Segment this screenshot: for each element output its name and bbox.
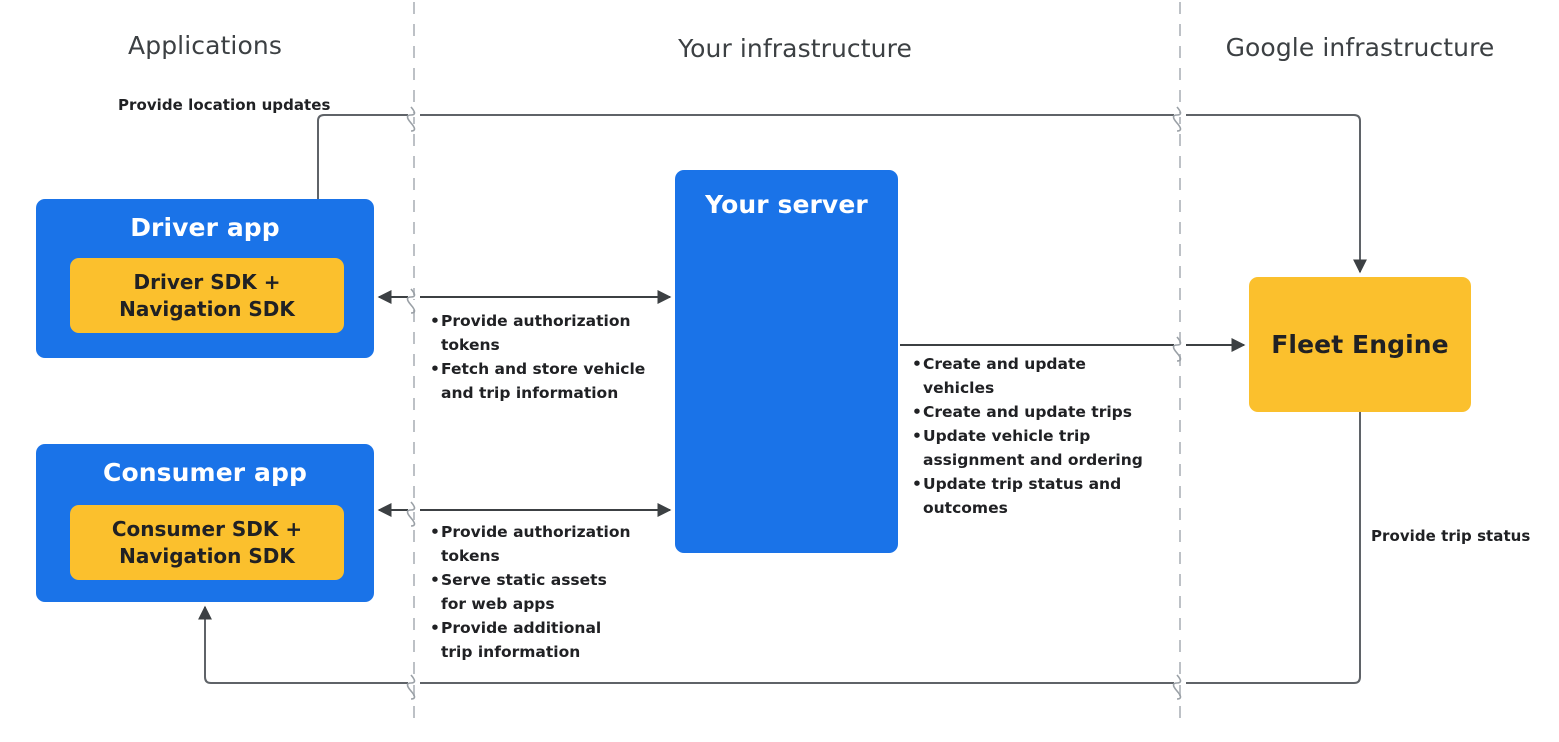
bullets-consumer-to-server: Provide authorization tokens Serve stati… <box>430 520 635 664</box>
list-item: Fetch and store vehicle and trip informa… <box>430 357 662 405</box>
driver-app-title: Driver app <box>130 213 280 242</box>
list-item: Update trip status and outcomes <box>912 472 1162 520</box>
edge-label-provide-location-updates: Provide location updates <box>118 96 331 114</box>
zone-title-applications: Applications <box>128 31 282 60</box>
node-fleet-engine[interactable]: Fleet Engine <box>1249 277 1471 412</box>
list-item: Create and update vehicles <box>912 352 1162 400</box>
list-item: Update vehicle trip assignment and order… <box>912 424 1162 472</box>
node-consumer-sdk[interactable]: Consumer SDK + Navigation SDK <box>70 505 344 580</box>
list-item: Provide additional trip information <box>430 616 635 664</box>
list-item: Serve static assets for web apps <box>430 568 635 616</box>
node-your-server[interactable]: Your server <box>675 170 898 553</box>
edge-label-provide-trip-status: Provide trip status <box>1371 527 1531 545</box>
bullets-server-to-fleet: Create and update vehicles Create and up… <box>912 352 1162 520</box>
list-item: Provide authorization tokens <box>430 309 662 357</box>
zone-title-your-infrastructure: Your infrastructure <box>678 34 912 63</box>
consumer-app-title: Consumer app <box>103 458 307 487</box>
your-server-title: Your server <box>705 190 868 219</box>
list-item: Create and update trips <box>912 400 1162 424</box>
node-driver-sdk[interactable]: Driver SDK + Navigation SDK <box>70 258 344 333</box>
list-item: Provide authorization tokens <box>430 520 635 568</box>
bullets-driver-to-server: Provide authorization tokens Fetch and s… <box>430 309 662 405</box>
zone-title-google-infrastructure: Google infrastructure <box>1225 33 1495 62</box>
